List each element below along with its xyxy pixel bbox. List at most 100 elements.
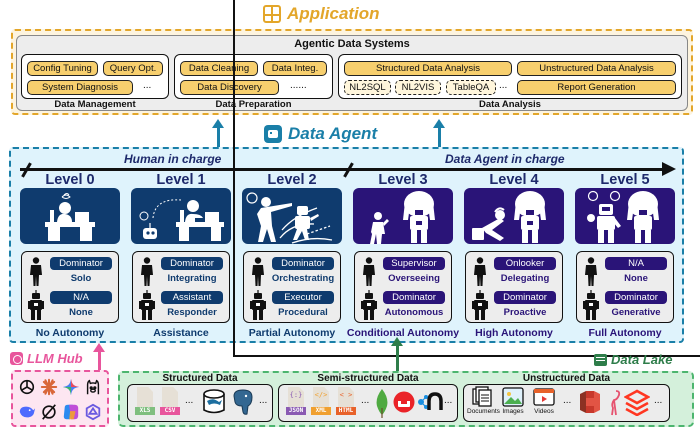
data-lake-title: Data Lake <box>611 352 673 367</box>
role-card: Supervisor Overseeing Dominator Autonomo… <box>354 251 452 323</box>
grok-logo <box>40 403 58 421</box>
chip-nl2sql[interactable]: NL2SQL <box>344 80 391 95</box>
role-card: Dominator Orchestrating Executor Procedu… <box>243 251 341 323</box>
unstructured-data-label: Unstructured Data <box>522 373 611 384</box>
agent-in-charge-label: Data Agent in charge <box>445 152 565 166</box>
documents-label: Documents <box>467 408 500 415</box>
data-lake-header: Data Lake <box>594 352 672 367</box>
human-figure-icon <box>472 257 488 287</box>
role-card: Dominator Integrating Assistant Responde… <box>132 251 230 323</box>
more-ellipsis: ... <box>499 80 508 91</box>
agent-mode-label: Autonomous <box>384 307 444 318</box>
chip-data-integ[interactable]: Data Integ. <box>263 61 327 76</box>
more-ellipsis: ... <box>361 395 370 406</box>
gemini-logo <box>62 378 80 396</box>
arrow-lake-to-agent <box>391 337 403 371</box>
autonomy-label: No Autonomy <box>35 327 105 339</box>
agent-role-badge: Dominator <box>383 291 445 304</box>
copilot-logo <box>62 403 80 421</box>
chip-config-tuning[interactable]: Config Tuning <box>27 61 98 76</box>
arrow-agent-to-application-left <box>212 119 224 149</box>
llm-hub-header: LLM Hub <box>10 351 83 366</box>
human-working-alone-at-desk-illustration <box>45 193 95 241</box>
autonomy-label: Partial Autonomy <box>248 327 336 339</box>
axis-arrowhead <box>662 162 676 176</box>
level-illustration <box>20 188 120 244</box>
data-management-label: Data Management <box>54 99 136 110</box>
autonomy-label: Full Autonomy <box>588 327 662 339</box>
structured-data-label: Structured Data <box>162 373 238 384</box>
human-mode-label: Solo <box>70 273 92 284</box>
level-illustration <box>242 188 342 244</box>
brain-icon <box>10 352 23 365</box>
chip-tableqa[interactable]: TableQA <box>446 80 496 95</box>
role-card: Dominator Solo N/A None <box>21 251 119 323</box>
chip-data-cleaning[interactable]: Data Cleaning <box>180 61 258 76</box>
videos-icon <box>533 388 555 406</box>
agent-mode-label: None <box>69 307 93 318</box>
human-mode-label: Integrating <box>167 273 217 284</box>
documents-media: Documents <box>467 386 500 420</box>
role-card: Onlooker Delegating Dominator Proactive <box>465 251 563 323</box>
chip-unstructured-data-analysis[interactable]: Unstructured Data Analysis <box>517 61 676 76</box>
agent-role-badge: Executor <box>272 291 334 304</box>
level-title: Level 3 <box>378 172 428 188</box>
chip-system-diagnosis[interactable]: System Diagnosis <box>27 80 133 95</box>
llm-hub-title: LLM Hub <box>27 351 83 366</box>
robot-face-icon <box>264 125 282 143</box>
couchbase-logo <box>393 391 415 413</box>
human-in-charge-label: Human in charge <box>124 152 222 166</box>
human-role-badge: Onlooker <box>494 257 556 270</box>
data-agent-header: Data Agent <box>264 124 377 144</box>
agent-role-badge: Assistant <box>161 291 223 304</box>
chip-query-opt[interactable]: Query Opt. <box>103 61 163 76</box>
robot-figure-icon <box>361 290 377 320</box>
autonomy-label: High Autonomy <box>475 327 553 339</box>
robot-figure-icon <box>583 290 599 320</box>
human-mode-label: Overseeing <box>388 273 440 284</box>
claude-logo <box>40 378 58 396</box>
more-ellipsis: ... <box>259 395 268 406</box>
level-illustration <box>464 188 564 244</box>
llama-logo <box>84 378 102 396</box>
agentic-data-systems-title: Agentic Data Systems <box>294 38 410 50</box>
level-title: Level 1 <box>156 172 206 188</box>
level-title: Level 5 <box>600 172 650 188</box>
chip-structured-data-analysis[interactable]: Structured Data Analysis <box>344 61 512 76</box>
data-preparation-label: Data Preparation <box>215 99 292 110</box>
human-figure-icon <box>28 257 44 287</box>
arrow-agent-to-application-right <box>433 119 445 149</box>
human-figure-icon <box>361 257 377 287</box>
more-ellipsis: ... <box>444 395 453 406</box>
human-role-badge: Dominator <box>272 257 334 270</box>
mongodb-logo <box>375 388 389 418</box>
videos-media: Videos <box>529 386 559 420</box>
robot-figure-icon <box>472 290 488 320</box>
overlay-horizontal-line <box>233 355 700 357</box>
semi-structured-data-label: Semi-structured Data <box>317 373 419 384</box>
chip-report-generation[interactable]: Report Generation <box>517 80 676 95</box>
chip-nl2vis[interactable]: NL2VIS <box>395 80 441 95</box>
more-ellipsis: ...... <box>290 80 307 91</box>
data-analysis-label: Data Analysis <box>479 99 541 110</box>
chip-data-discovery[interactable]: Data Discovery <box>180 80 279 95</box>
agent-role-badge: Dominator <box>494 291 556 304</box>
databricks-logo <box>623 388 651 417</box>
arrow-llm-to-agent <box>93 343 105 370</box>
xml-file-icon: </> XML <box>311 387 331 417</box>
autonomy-label: Conditional Autonomy <box>346 327 460 339</box>
level-illustration <box>353 188 453 244</box>
robot-figure-icon <box>28 290 44 320</box>
level-illustration <box>575 188 675 244</box>
human-directing-robot-illustration <box>246 192 333 244</box>
human-role-badge: Dominator <box>50 257 112 270</box>
images-icon <box>502 387 524 407</box>
agent-mode-label: Responder <box>167 307 217 318</box>
amazon-s3-logo <box>577 388 603 416</box>
agent-mode-label: Proactive <box>503 307 547 318</box>
overlay-vertical-line <box>233 0 235 356</box>
more-ellipsis: ... <box>185 395 194 406</box>
apache-flink-logo <box>606 388 622 416</box>
robot-figure-icon <box>250 290 266 320</box>
more-ellipsis: ... <box>563 395 572 406</box>
